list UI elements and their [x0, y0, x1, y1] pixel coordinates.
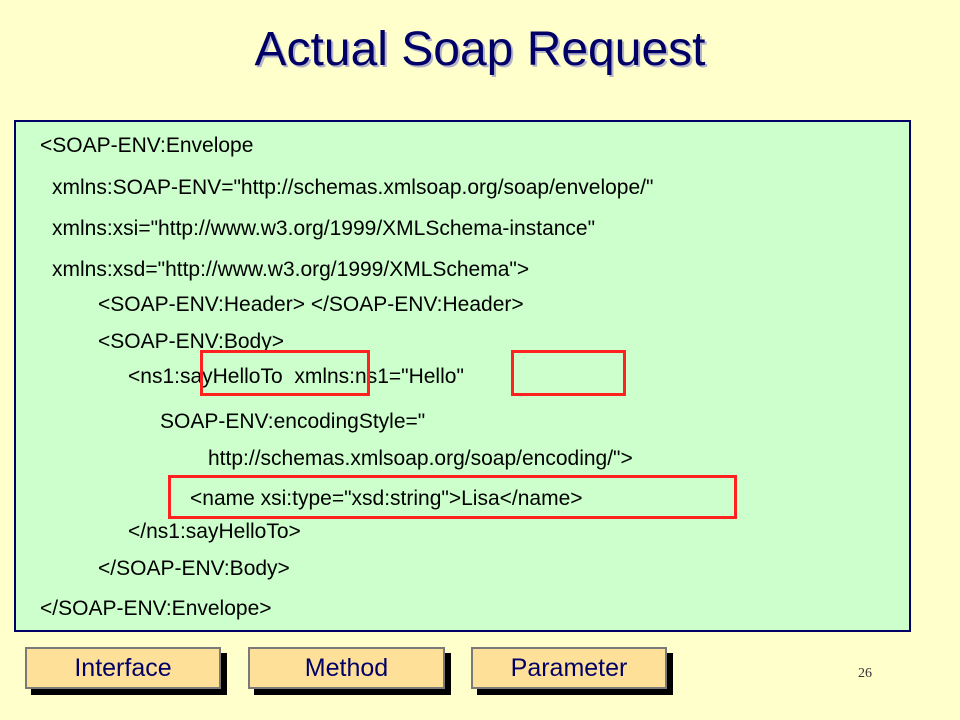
page-number: 26: [858, 666, 872, 681]
interface-button[interactable]: Interface: [25, 647, 221, 689]
code-line-body-open: <SOAP-ENV:Body>: [98, 330, 284, 353]
parameter-button[interactable]: Parameter: [471, 647, 667, 689]
code-line-name-parameter: <name xsi:type="xsd:string">Lisa</name>: [190, 487, 583, 510]
code-line-say-hello-to-close: </ns1:sayHelloTo>: [128, 520, 301, 543]
method-button[interactable]: Method: [248, 647, 445, 689]
method-highlight-box: [200, 350, 370, 396]
soap-request-code-box: <SOAP-ENV:Envelope xmlns:SOAP-ENV="http:…: [14, 120, 911, 632]
interface-highlight-box: [511, 350, 626, 396]
code-line-xmlns-xsi: xmlns:xsi="http://www.w3.org/1999/XMLSch…: [52, 217, 596, 240]
code-line-envelope-close: </SOAP-ENV:Envelope>: [40, 597, 272, 620]
parameter-highlight-box: [168, 475, 737, 519]
code-line-header: <SOAP-ENV:Header> </SOAP-ENV:Header>: [98, 293, 524, 316]
code-line-say-hello-to-open: <ns1:sayHelloTo xmlns:ns1="Hello": [128, 365, 464, 388]
slide-title: Actual Soap Request: [254, 23, 706, 76]
code-line-xmlns-xsd: xmlns:xsd="http://www.w3.org/1999/XMLSch…: [52, 258, 530, 281]
code-line-body-close: </SOAP-ENV:Body>: [98, 557, 290, 580]
code-line-xmlns-soap-env: xmlns:SOAP-ENV="http://schemas.xmlsoap.o…: [52, 176, 654, 199]
code-line-encoding-style: SOAP-ENV:encodingStyle=": [160, 410, 426, 433]
code-line-encoding-url: http://schemas.xmlsoap.org/soap/encoding…: [208, 447, 633, 470]
code-line-envelope-open: <SOAP-ENV:Envelope: [40, 134, 254, 157]
